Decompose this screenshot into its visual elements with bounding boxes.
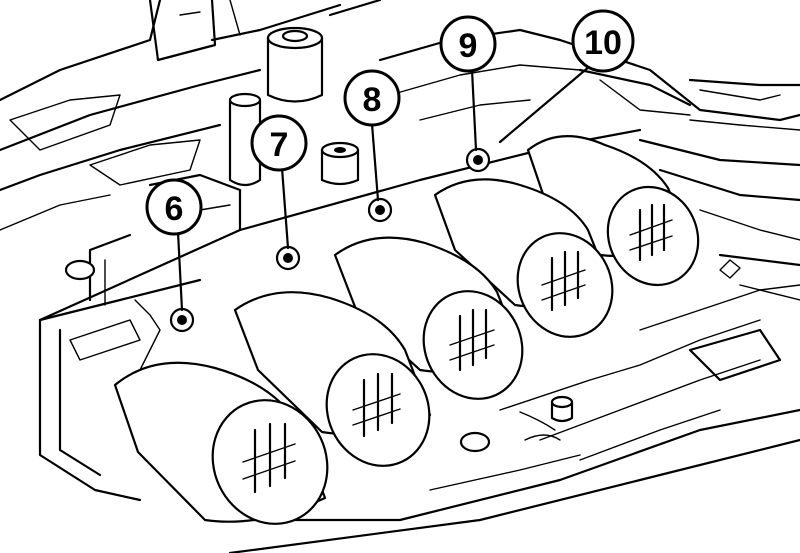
callout-8: 8 [343, 69, 401, 127]
mounting-nuts [169, 147, 491, 333]
solenoid-6 [113, 361, 329, 525]
callout-label-7: 7 [270, 126, 289, 164]
callout-6: 6 [145, 178, 203, 236]
callout-9: 9 [439, 15, 497, 73]
solenoid-8 [333, 236, 524, 400]
callout-label-8: 8 [363, 81, 382, 119]
solenoid-9 [433, 178, 614, 338]
callout-label-10: 10 [584, 24, 622, 62]
nut-8 [367, 197, 393, 223]
callout-label-6: 6 [165, 190, 184, 228]
callout-7: 7 [250, 114, 308, 172]
leader-lines [176, 64, 592, 312]
nut-6 [169, 307, 195, 333]
nut-9 [465, 147, 491, 173]
callout-10: 10 [571, 9, 635, 73]
solenoid-7 [233, 291, 432, 467]
solenoid-10 [526, 135, 700, 287]
callout-label-9: 9 [459, 27, 478, 65]
nut-7 [275, 245, 301, 271]
